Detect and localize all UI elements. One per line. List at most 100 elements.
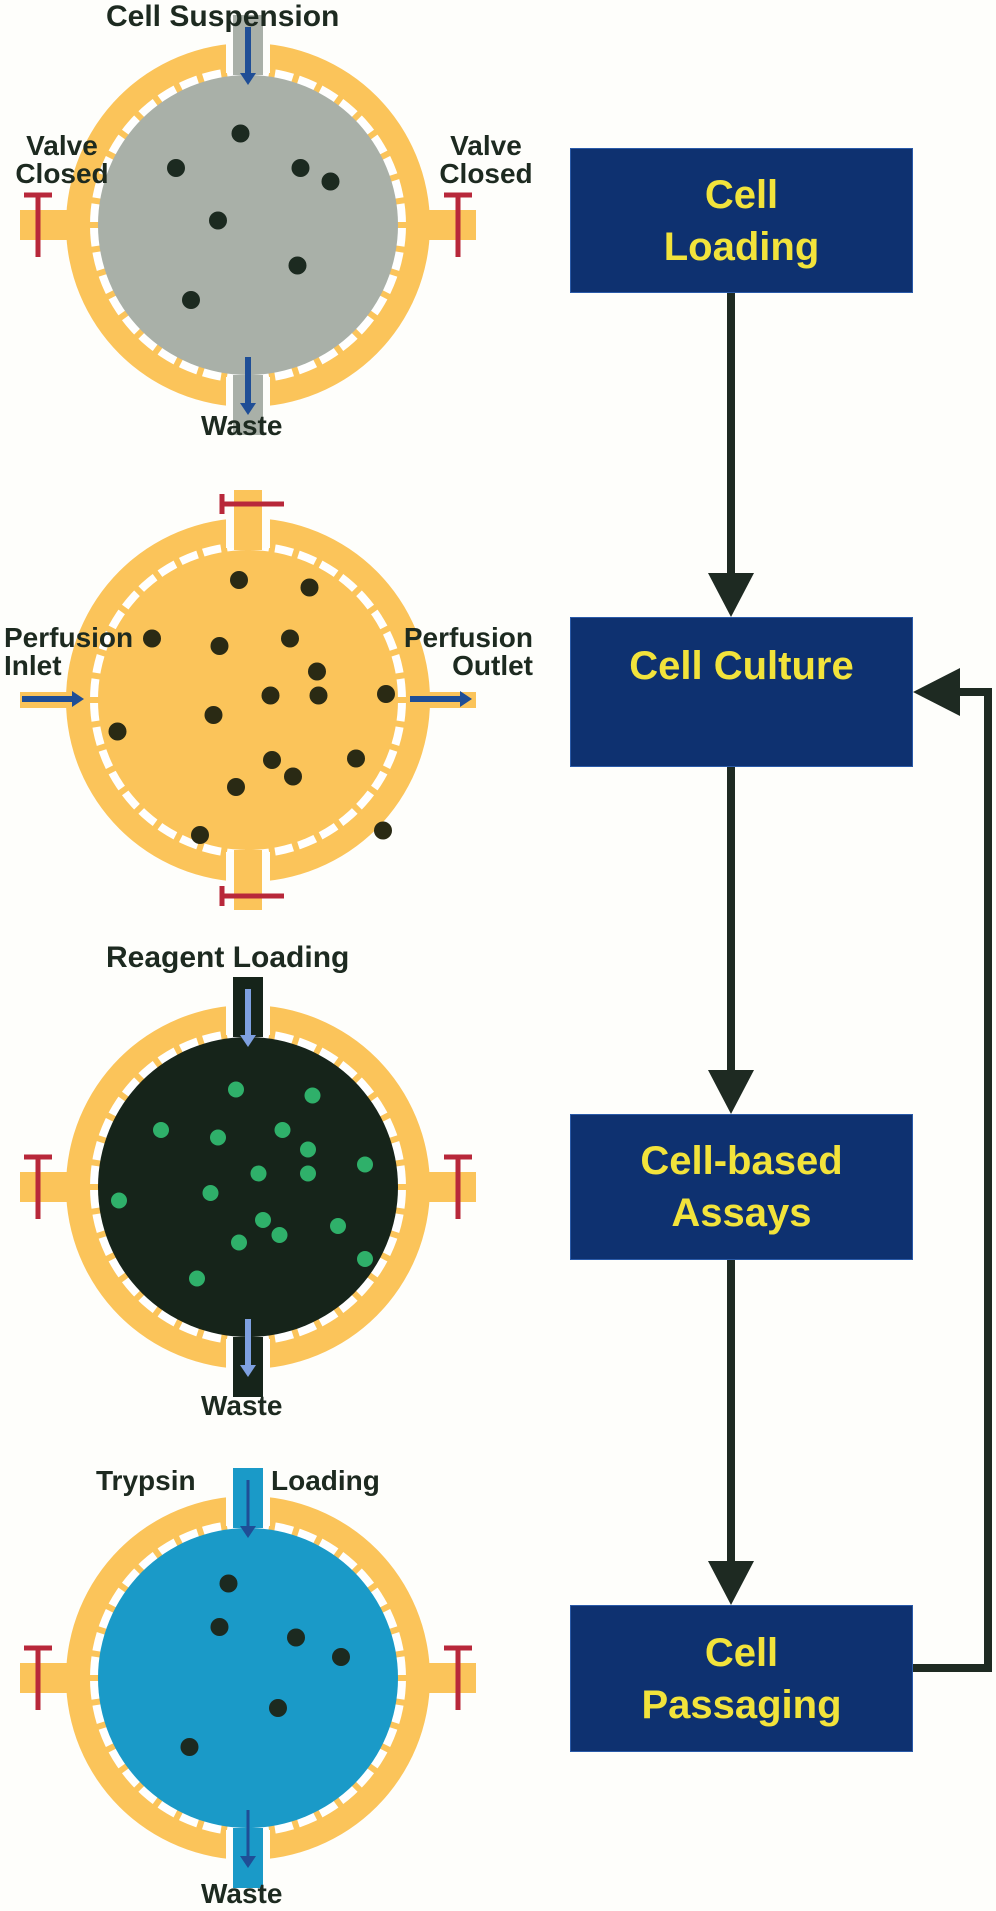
- step-label-line: Cell: [704, 1630, 779, 1675]
- label-valve-closed-right: Valve Closed: [436, 132, 536, 188]
- cell: [300, 1165, 316, 1182]
- label-line: Perfusion: [403, 622, 533, 653]
- cell: [330, 1218, 346, 1234]
- cell: [167, 159, 185, 177]
- chamber-cell-culture: [20, 490, 476, 910]
- cell: [210, 1618, 229, 1636]
- cell: [250, 1165, 267, 1182]
- cell: [191, 826, 209, 844]
- label-cell-suspension: Cell Suspension: [106, 0, 340, 33]
- step-label-line: Cell: [704, 172, 779, 217]
- step-cell-passaging: Cell Passaging: [570, 1605, 913, 1752]
- chamber-fill: [98, 1037, 398, 1337]
- step-cell-loading: Cell Loading: [570, 148, 913, 293]
- label-line: Closed: [439, 158, 533, 189]
- cell: [219, 1574, 238, 1593]
- feedback-arrowhead: [913, 668, 960, 716]
- cell: [231, 1234, 247, 1251]
- label-line: Valve: [450, 130, 522, 161]
- cell: [143, 629, 161, 648]
- cell: [309, 686, 328, 705]
- cell: [304, 1087, 321, 1104]
- flow-arrow-icon: [240, 73, 256, 85]
- cell: [189, 1270, 205, 1287]
- chamber-fill: [98, 550, 398, 850]
- cell: [284, 767, 302, 786]
- step-label-line: Passaging: [641, 1682, 842, 1727]
- cell: [287, 1628, 305, 1647]
- label-waste-4: Waste: [201, 1878, 283, 1909]
- cell: [209, 211, 227, 230]
- label-waste-3: Waste: [201, 1390, 283, 1421]
- step-cell-culture: Cell Culture: [570, 617, 913, 767]
- cell: [228, 1081, 244, 1098]
- cell: [111, 1192, 127, 1209]
- step-cell-based-assays: Cell-based Assays: [570, 1114, 913, 1260]
- cell: [210, 1129, 226, 1146]
- cell: [182, 291, 200, 309]
- cell: [230, 571, 248, 589]
- label-perfusion-inlet: Perfusion Inlet: [4, 624, 133, 680]
- cell: [255, 1212, 271, 1228]
- label-perfusion-outlet: Perfusion Outlet: [368, 624, 533, 680]
- flow-arrow-icon: [460, 691, 472, 707]
- label-line: Closed: [15, 158, 109, 189]
- connector-arrowhead: [708, 1070, 754, 1114]
- cell: [374, 821, 392, 840]
- flow-arrow-icon: [240, 1035, 256, 1047]
- cell: [321, 172, 340, 191]
- chamber-cell-assays: [20, 977, 476, 1397]
- cell: [281, 629, 299, 648]
- cell: [377, 685, 395, 703]
- cell: [231, 124, 250, 143]
- cell: [332, 1648, 350, 1666]
- flowchart-connectors: [708, 293, 992, 1672]
- cell: [274, 1122, 291, 1138]
- cell: [210, 637, 229, 655]
- label-waste-1: Waste: [201, 410, 283, 441]
- cell: [300, 1141, 316, 1158]
- cell: [202, 1185, 219, 1201]
- flow-arrow-icon: [72, 691, 84, 707]
- label-line: Perfusion: [4, 622, 134, 653]
- cell: [263, 751, 281, 769]
- cell: [308, 662, 326, 681]
- cell: [347, 749, 365, 768]
- cell: [357, 1156, 373, 1173]
- chamber-cell-passaging: [20, 1468, 476, 1888]
- chamber-fill: [98, 75, 398, 375]
- label-line: Inlet: [4, 650, 62, 681]
- cell: [271, 1227, 288, 1243]
- chambers-layer: [20, 15, 476, 1888]
- label-valve-closed-left: Valve Closed: [14, 132, 110, 188]
- cell: [291, 159, 310, 177]
- label-trypsin: Trypsin: [96, 1465, 196, 1496]
- step-label-line: Cell-based: [640, 1139, 843, 1183]
- top-channel: [234, 490, 262, 550]
- label-reagent-loading: Reagent Loading: [106, 941, 350, 974]
- connector-arrowhead: [708, 573, 754, 617]
- step-label-line: Cell Culture: [629, 644, 854, 688]
- flow-arrow-icon: [240, 1365, 256, 1377]
- step-label-line: Assays: [671, 1191, 812, 1235]
- feedback-connector: [913, 688, 992, 1672]
- cell: [288, 256, 307, 275]
- cell: [108, 722, 127, 741]
- cell: [269, 1699, 287, 1717]
- flow-arrow-icon: [240, 1526, 256, 1538]
- flow-arrow-icon: [240, 1856, 256, 1868]
- cell: [180, 1738, 199, 1756]
- cell: [300, 578, 319, 597]
- cell: [227, 778, 245, 796]
- step-label-line: Loading: [663, 224, 820, 269]
- cell: [204, 706, 223, 724]
- cell: [153, 1122, 169, 1138]
- chamber-fill: [98, 1528, 398, 1828]
- cell: [261, 686, 280, 705]
- label-line: Outlet: [452, 650, 533, 681]
- bottom-channel: [234, 850, 262, 910]
- connector-arrowhead: [708, 1561, 754, 1605]
- label-loading: Loading: [271, 1465, 380, 1496]
- chamber-cell-loading: [20, 15, 476, 435]
- flow-arrow-icon: [240, 403, 256, 415]
